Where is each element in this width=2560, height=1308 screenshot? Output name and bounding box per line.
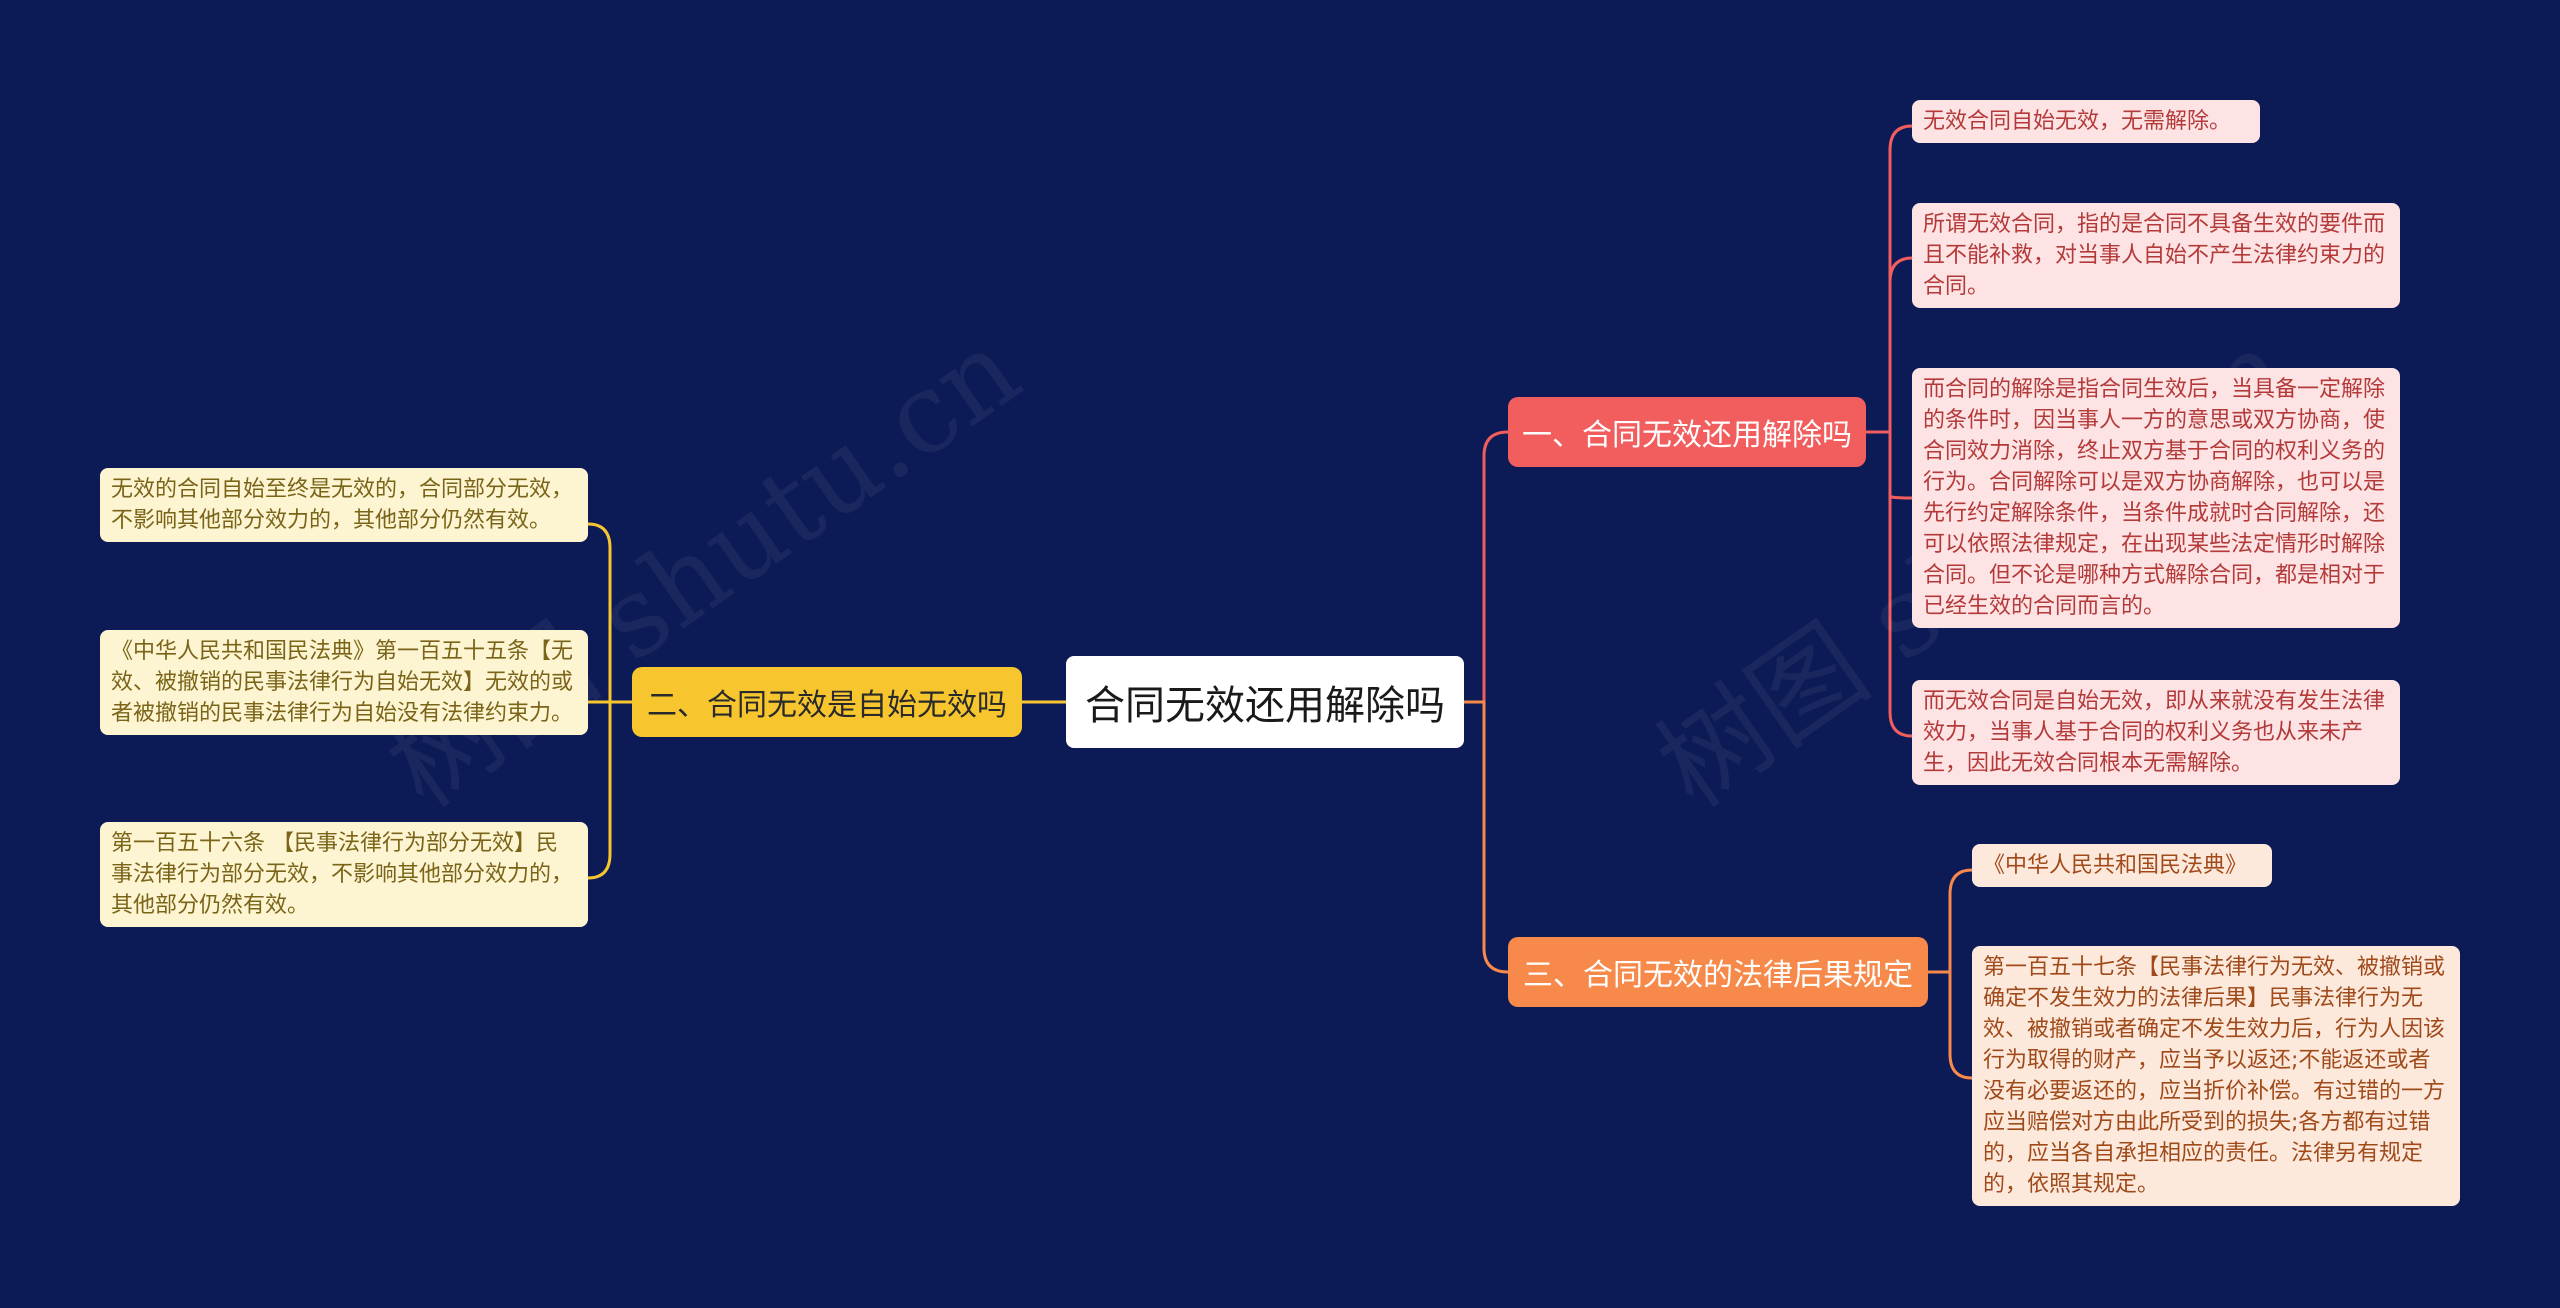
leaf-text: 《中华人民共和国民法典》第一百五十五条【无效、被撤销的民事法律行为自始无效】无效… (111, 639, 574, 726)
link-root-b1 (1464, 430, 1509, 704)
branch-1-leaf-1[interactable]: 无效合同自始无效，无需解除。 (1912, 100, 2260, 143)
root-topic[interactable]: 合同无效还用解除吗 (1066, 656, 1464, 748)
link-b1-leaf3 (1888, 432, 1913, 500)
link-b1-leaf4 (1888, 432, 1913, 738)
leaf-text: 第一百五十六条 【民事法律行为部分无效】民事法律行为部分无效，不影响其他部分效力… (111, 831, 574, 918)
leaf-text: 而合同的解除是指合同生效后，当具备一定解除的条件时，因当事人一方的意思或双方协商… (1923, 377, 2386, 619)
branch-2-leaf-3[interactable]: 第一百五十六条 【民事法律行为部分无效】民事法律行为部分无效，不影响其他部分效力… (100, 822, 588, 927)
link-root-b3 (1464, 700, 1509, 974)
branch-1-leaf-2[interactable]: 所谓无效合同，指的是合同不具备生效的要件而且不能补救，对当事人自始不产生法律约束… (1912, 203, 2400, 308)
branch-2-leaf-1[interactable]: 无效的合同自始至终是无效的，合同部分无效，不影响其他部分效力的，其他部分仍然有效… (100, 468, 588, 542)
branch-1-leaf-4[interactable]: 而无效合同是自始无效，即从来就没有发生法律效力，当事人基于合同的权利义务也从来未… (1912, 680, 2400, 785)
leaf-text: 所谓无效合同，指的是合同不具备生效的要件而且不能补救，对当事人自始不产生法律约束… (1923, 212, 2386, 299)
branch-2-leaf-2[interactable]: 《中华人民共和国民法典》第一百五十五条【无效、被撤销的民事法律行为自始无效】无效… (100, 630, 588, 735)
leaf-text: 而无效合同是自始无效，即从来就没有发生法律效力，当事人基于合同的权利义务也从来未… (1923, 689, 2386, 776)
branch-3-label: 三、合同无效的法律后果规定 (1523, 958, 1913, 993)
branch-1-label: 一、合同无效还用解除吗 (1522, 418, 1852, 453)
branch-3-topic[interactable]: 三、合同无效的法律后果规定 (1508, 937, 1928, 1007)
link-b1-leaf1 (1866, 124, 1913, 434)
branch-3-leaf-2[interactable]: 第一百五十七条【民事法律行为无效、被撤销或确定不发生效力的法律后果】民事法律行为… (1972, 946, 2460, 1206)
leaf-text: 无效的合同自始至终是无效的，合同部分无效，不影响其他部分效力的，其他部分仍然有效… (111, 477, 574, 533)
link-b3-leaf1 (1928, 868, 1973, 974)
branch-1-topic[interactable]: 一、合同无效还用解除吗 (1508, 397, 1866, 467)
leaf-text: 第一百五十七条【民事法律行为无效、被撤销或确定不发生效力的法律后果】民事法律行为… (1983, 955, 2446, 1197)
branch-3-leaf-1[interactable]: 《中华人民共和国民法典》 (1972, 844, 2272, 887)
branch-1-leaf-3[interactable]: 而合同的解除是指合同生效后，当具备一定解除的条件时，因当事人一方的意思或双方协商… (1912, 368, 2400, 628)
link-b1-leaf2 (1888, 256, 1913, 432)
link-b2-leaf3 (587, 702, 612, 880)
root-topic-label: 合同无效还用解除吗 (1085, 683, 1445, 729)
branch-2-topic[interactable]: 二、合同无效是自始无效吗 (632, 667, 1022, 737)
leaf-text: 《中华人民共和国民法典》 (1983, 853, 2248, 878)
branch-2-label: 二、合同无效是自始无效吗 (647, 688, 1007, 723)
leaf-text: 无效合同自始无效，无需解除。 (1923, 109, 2232, 134)
link-b2-leaf1 (587, 522, 632, 704)
link-b3-leaf2 (1948, 972, 1973, 1080)
